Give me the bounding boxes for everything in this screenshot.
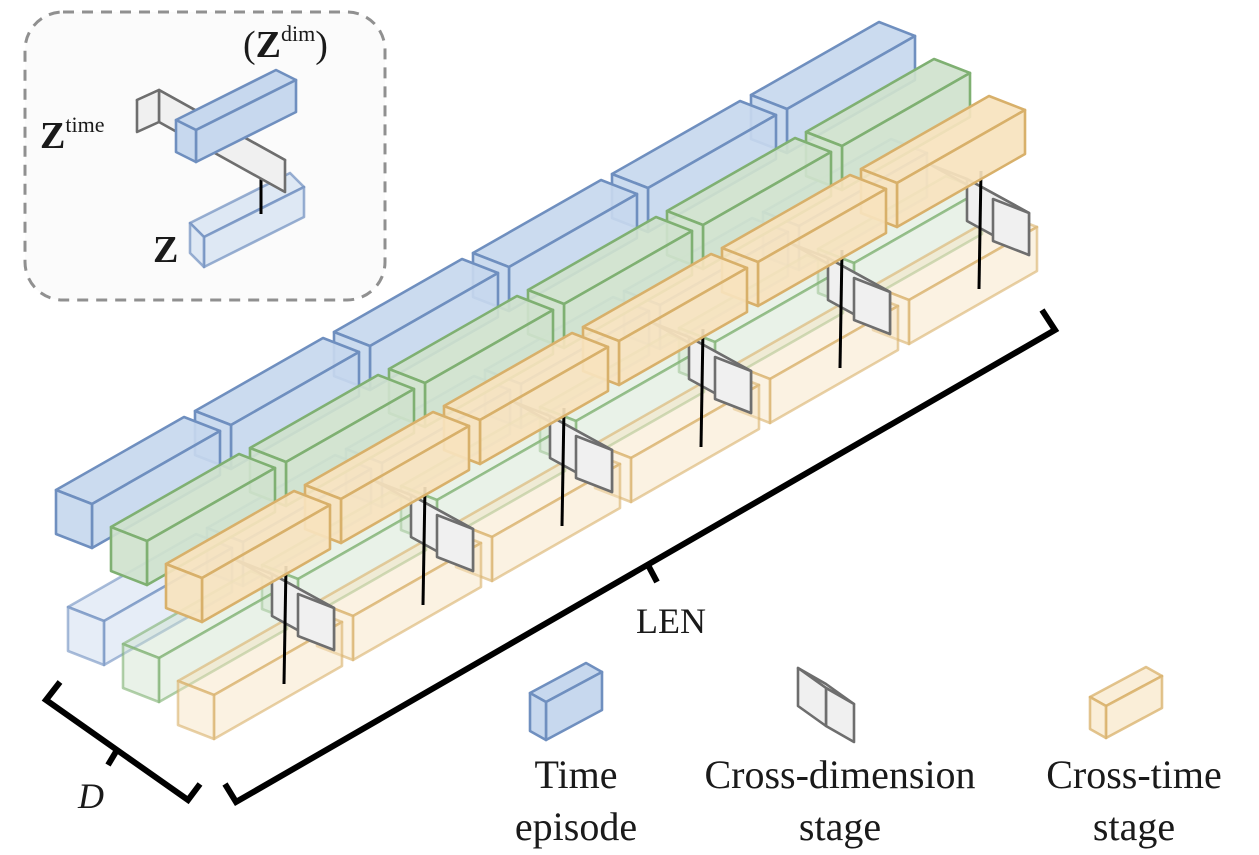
legend-label-cross-dimension-2: stage (799, 804, 881, 849)
inset-boxes (135, 68, 306, 269)
legend-label-cross-time-2: stage (1093, 804, 1175, 849)
legend-label-cross-time-1: Cross-time (1046, 752, 1222, 797)
z-dim-label: (Zdim) (243, 21, 328, 66)
inset-panel: Ztime (Zdim) Z (23, 10, 387, 302)
legend-label-time-episode-1: Time (534, 752, 617, 797)
inset-z-dim-box (174, 68, 298, 164)
connector-line (282, 565, 288, 685)
legend-cross-time-icon (1088, 665, 1164, 740)
connector-line (421, 486, 427, 606)
legend-label-cross-dimension-1: Cross-dimension (704, 752, 975, 797)
connector-line (977, 170, 983, 290)
inset-z-box (188, 171, 306, 269)
len-bracket (222, 308, 1060, 807)
len-axis-label: LEN (636, 601, 706, 641)
legend-label-time-episode-2: episode (515, 804, 637, 849)
legend-time-episode-icon (528, 661, 604, 742)
d-axis-label: D (77, 776, 104, 816)
upper-cross-time-box (442, 331, 610, 466)
legend: Time episode Cross-dimension stage Cross… (515, 661, 1222, 849)
upper-layer (54, 20, 1031, 685)
connector-line (838, 249, 844, 369)
upper-cross-time-box (164, 489, 332, 624)
d-bracket (41, 680, 203, 805)
z-time-label: Ztime (40, 112, 104, 157)
z-label: Z (153, 229, 178, 271)
connector-line (699, 328, 705, 448)
legend-cross-dimension-icon (796, 666, 856, 744)
connector-line (560, 407, 566, 527)
